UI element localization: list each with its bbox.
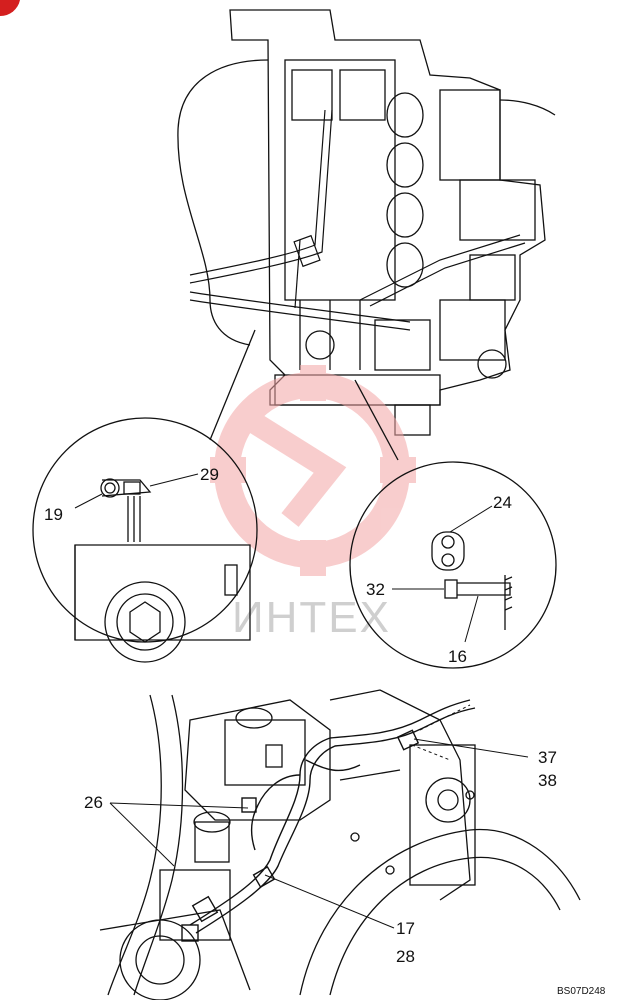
reference-dashes <box>411 704 471 761</box>
callout-28: 28 <box>396 947 415 966</box>
detail-circle-left <box>32 329 258 663</box>
detail-circle-right <box>349 379 557 669</box>
callout-19: 19 <box>44 505 63 524</box>
callout-29: 29 <box>200 465 219 484</box>
watermark-gear <box>210 365 416 576</box>
corner-mark <box>0 0 20 17</box>
callout-26: 26 <box>84 793 103 812</box>
callout-37: 37 <box>538 748 557 767</box>
callout-24: 24 <box>493 493 512 512</box>
callout-16: 16 <box>448 647 467 666</box>
lower-leaders <box>109 738 529 929</box>
engine-hoses <box>189 109 526 331</box>
lower-harness-view <box>99 689 581 1000</box>
watermark-text: ИНТЕХ <box>232 593 391 642</box>
engine-side-view <box>177 9 556 436</box>
callout-38: 38 <box>538 771 557 790</box>
callout-17: 17 <box>396 919 415 938</box>
wiring-harness <box>181 699 476 942</box>
callout-32: 32 <box>366 580 385 599</box>
figure-code: BS07D248 <box>557 986 606 997</box>
